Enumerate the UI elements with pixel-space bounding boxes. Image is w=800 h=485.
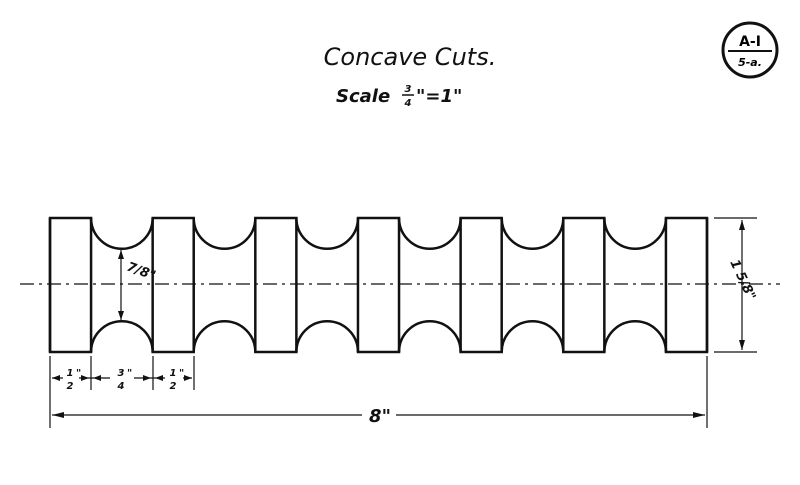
block-width-2-den: 2 xyxy=(170,381,177,392)
scale-label: Scale xyxy=(336,86,390,107)
outer-diameter-dimension: 1 5/8" xyxy=(714,217,758,353)
block-width-2-num: 1 xyxy=(170,368,177,379)
scale-suffix: "=1" xyxy=(416,86,462,107)
drawing-title: Concave Cuts. xyxy=(324,43,497,71)
scale-numerator: 3 xyxy=(405,84,412,95)
block-width-2-unit: " xyxy=(179,368,184,379)
overall-length-label: 8" xyxy=(369,406,391,427)
part-outline xyxy=(48,216,709,354)
badge-top: A-I xyxy=(739,34,761,50)
block-width-num: 1 xyxy=(67,368,74,379)
sheet-badge: A-I 5-a. xyxy=(721,21,779,79)
scale-note: Scale 3 4 "=1" xyxy=(336,84,462,109)
cut-width-unit: " xyxy=(127,368,132,379)
outer-diameter-label: 1 5/8" xyxy=(726,257,758,302)
block-edges xyxy=(48,218,709,352)
block-width-unit: " xyxy=(76,368,81,379)
block-width-den: 2 xyxy=(67,381,74,392)
scale-denominator: 4 xyxy=(404,98,412,109)
cut-width-num: 3 xyxy=(118,368,125,379)
badge-bottom: 5-a. xyxy=(738,56,762,69)
length-dimensions: 1 2 " 3 4 " 1 2 " 8" xyxy=(49,356,708,428)
cut-width-den: 4 xyxy=(117,381,125,392)
